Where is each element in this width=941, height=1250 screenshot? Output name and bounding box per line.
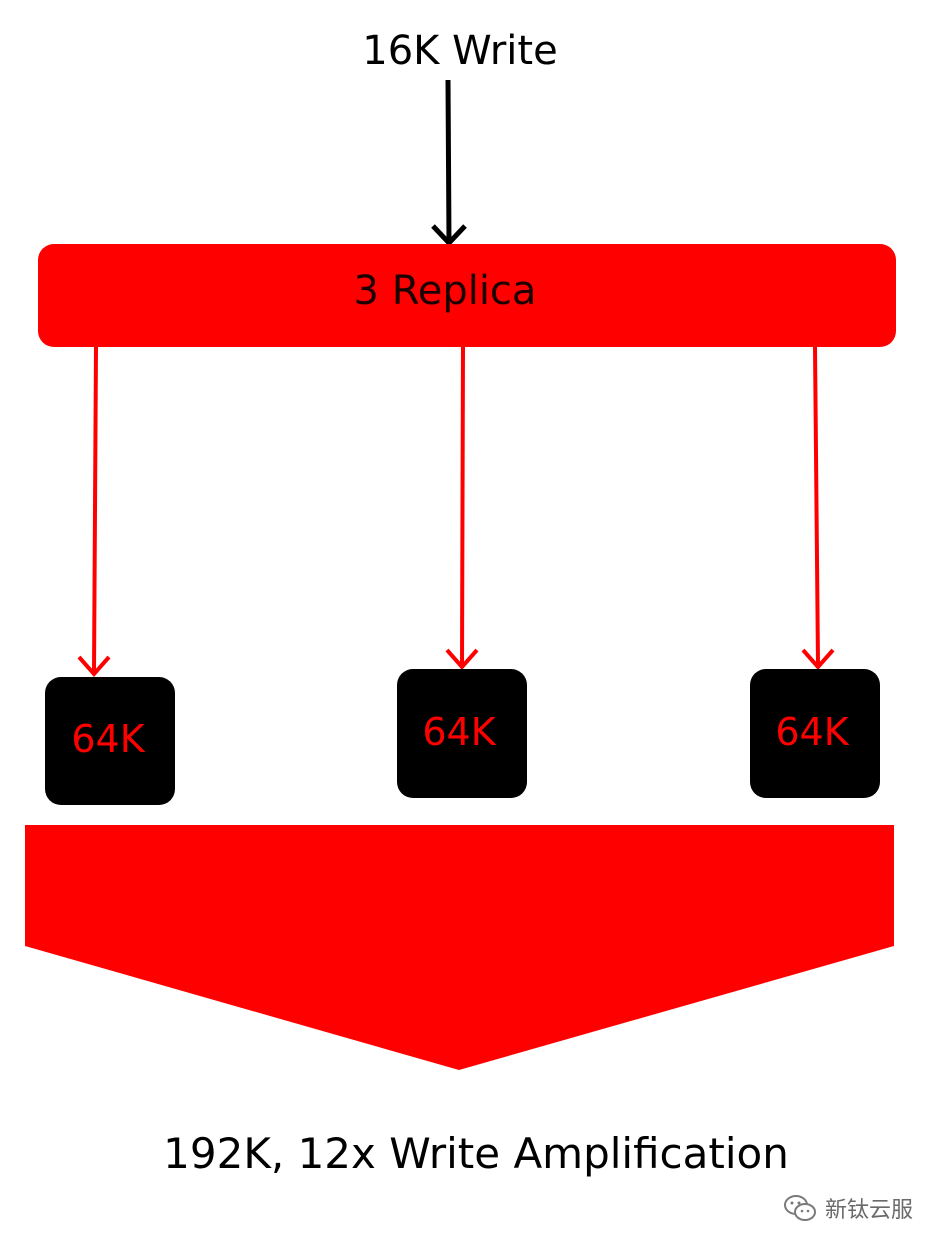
watermark-text: 新钛云服 <box>824 1198 913 1223</box>
block-2: 64K <box>397 669 527 798</box>
block-3: 64K <box>750 669 880 798</box>
wechat-icon <box>783 1195 816 1221</box>
block-1-label: 64K <box>71 717 145 761</box>
aggregate-arrow <box>25 825 894 1070</box>
replica-label: 3 Replica <box>354 268 537 314</box>
replica-bar: 3 Replica <box>38 244 896 347</box>
result-label: 192K, 12x Write Amplification <box>163 1129 789 1178</box>
input-arrow <box>431 79 467 247</box>
block-3-label: 64K <box>775 710 849 754</box>
replica-arrow-1 <box>77 346 111 678</box>
block-2-label: 64K <box>422 710 496 754</box>
replica-arrow-2 <box>445 346 479 671</box>
input-write-label: 16K Write <box>362 28 557 74</box>
replica-arrow-3 <box>801 346 835 671</box>
watermark: 新钛云服 <box>783 1190 913 1226</box>
block-1: 64K <box>45 677 175 805</box>
